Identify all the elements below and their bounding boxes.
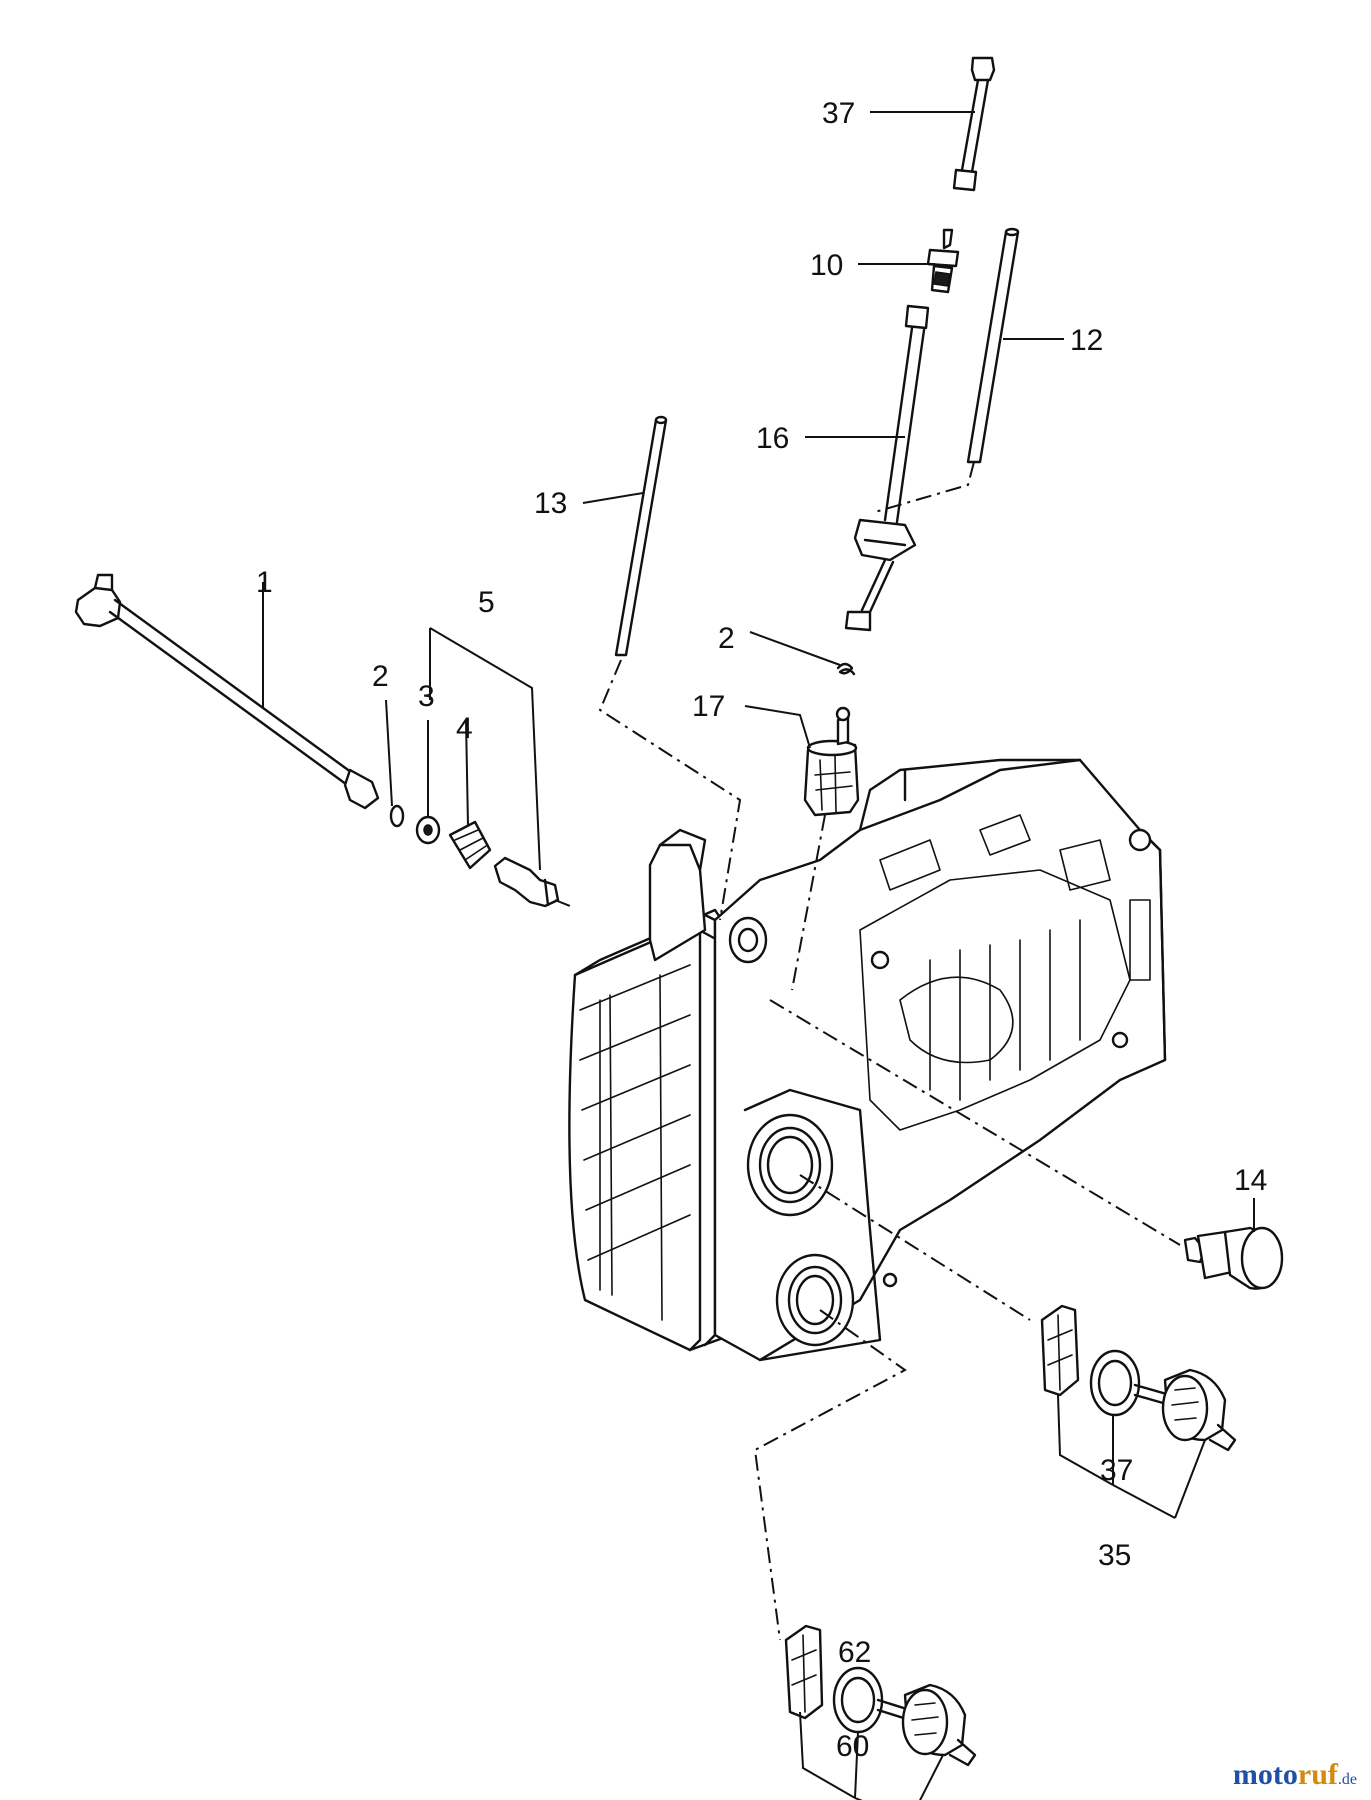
label-14: 37 xyxy=(822,97,855,130)
watermark-part1: moto xyxy=(1232,1758,1298,1791)
crankcase-housing xyxy=(568,758,1167,1362)
label-2-left: 2 xyxy=(372,660,389,693)
part-valve xyxy=(493,856,560,908)
part-washer xyxy=(415,815,441,845)
leader-lines xyxy=(262,111,1255,1800)
label-5: 5 xyxy=(478,586,495,619)
label-11: 14 xyxy=(1234,1164,1267,1197)
label-60: 60 xyxy=(836,1730,869,1763)
label-12: 12 xyxy=(1070,324,1103,357)
part-rod-13 xyxy=(614,415,668,657)
part-oil-hose-16 xyxy=(844,304,930,632)
label-2-upper: 2 xyxy=(718,622,735,655)
part-sleeve xyxy=(448,820,492,870)
part-plug-11 xyxy=(1183,1226,1284,1290)
label-37: 37 xyxy=(1100,1454,1133,1487)
label-16: 16 xyxy=(756,422,789,455)
label-10: 10 xyxy=(810,249,843,282)
watermark-logo: motoruf.de xyxy=(1233,1758,1357,1792)
part-seal-group-35 xyxy=(1040,1304,1237,1452)
part-spring-ring xyxy=(389,804,405,828)
label-1: 1 xyxy=(256,566,273,599)
label-4: 4 xyxy=(456,712,473,745)
watermark-part2: ruf xyxy=(1297,1758,1338,1791)
label-3: 3 xyxy=(418,680,435,713)
part-labels: 37 10 12 16 13 1 5 2 3 4 2 17 14 37 35 6… xyxy=(256,97,1267,1763)
label-17: 17 xyxy=(692,690,725,723)
part-fitting-14 xyxy=(952,56,996,192)
part-spring-upper xyxy=(836,662,856,676)
part-rod-12 xyxy=(966,227,1020,464)
part-seal-group-60 xyxy=(784,1624,977,1767)
label-35: 35 xyxy=(1098,1539,1131,1572)
part-nipple-10 xyxy=(926,228,960,294)
part-oil-filter-17 xyxy=(803,706,860,817)
label-62: 62 xyxy=(838,1636,871,1669)
watermark-suffix: .de xyxy=(1337,1771,1357,1788)
part-oil-pump-shaft xyxy=(74,573,380,810)
label-13: 13 xyxy=(534,487,567,520)
